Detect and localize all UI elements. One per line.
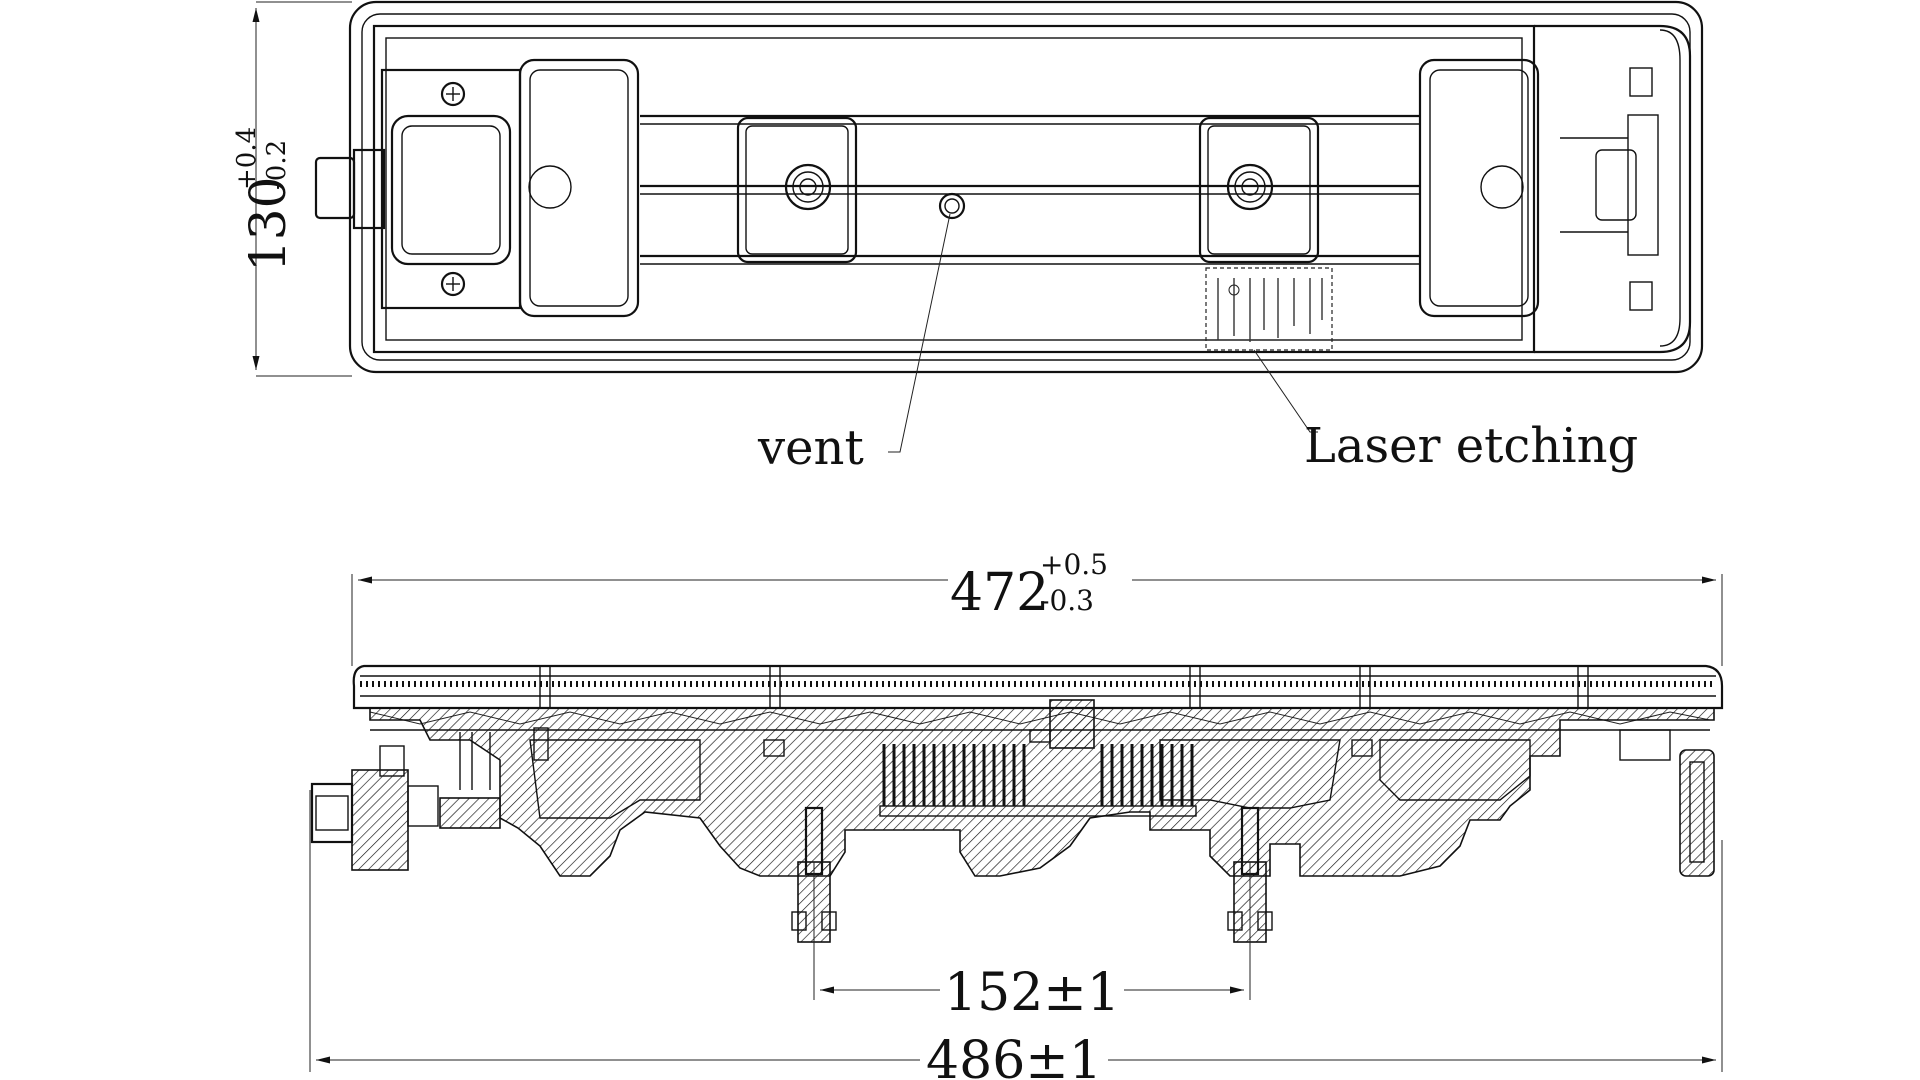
left-mount-bolt [791, 806, 837, 1000]
right-end-block [1418, 58, 1540, 318]
top-view: 130 +0.4 -0.2 vent Laser etching [232, 0, 1704, 476]
end-cap [1534, 24, 1692, 354]
side-view: 472 +0.5 -0.3 [309, 546, 1724, 1080]
side-left-connector [310, 732, 501, 871]
laser-etching-leader [1253, 349, 1318, 433]
height-dim-value: 130 [239, 177, 297, 272]
screw-icon [440, 81, 466, 107]
length-dim-value: 472 [950, 563, 1049, 623]
end-connector-plug [1595, 149, 1637, 221]
left-connector [314, 68, 522, 310]
side-right-end [1619, 729, 1715, 877]
housing-section [369, 707, 1715, 877]
length-dim-lower-tol: -0.3 [1040, 584, 1094, 617]
right-mount-pad [1198, 116, 1320, 264]
screw-icon [440, 271, 466, 297]
left-hole [528, 165, 572, 209]
base-plate [372, 24, 1536, 354]
end-connector [1627, 114, 1659, 256]
right-mount-bolt [1227, 806, 1273, 1000]
base-plate-inner [385, 37, 1523, 341]
mount-spacing-dimension: 152±1 [820, 960, 1244, 1023]
laser-etching-area [1205, 267, 1333, 351]
end-tab-2 [1629, 281, 1653, 311]
vent-leader [888, 213, 951, 453]
length-dimension: 472 +0.5 -0.3 [351, 546, 1723, 666]
end-tab-1 [1629, 67, 1653, 97]
left-mount-pad [736, 116, 858, 264]
overall-length-dimension: 486±1 [309, 790, 1723, 1080]
length-dim-upper-tol: +0.5 [1040, 548, 1108, 581]
housing-outline [348, 0, 1704, 374]
mount-spacing-value: 152±1 [944, 963, 1120, 1023]
height-dim-lower-tol: -0.2 [262, 140, 292, 190]
right-hole [1480, 165, 1524, 209]
left-end-block [518, 58, 640, 318]
vent-hole [938, 192, 966, 220]
lens-cover [352, 664, 1724, 710]
laser-etching-label: Laser etching [1304, 418, 1638, 474]
height-dimension [252, 1, 352, 377]
vent-label: vent [757, 420, 864, 476]
overall-length-value: 486±1 [926, 1031, 1102, 1080]
height-dim-upper-tol: +0.4 [232, 127, 262, 190]
end-cap-rim [1659, 29, 1681, 347]
center-boss [1049, 699, 1095, 749]
heat-sink-fins [879, 744, 1197, 817]
